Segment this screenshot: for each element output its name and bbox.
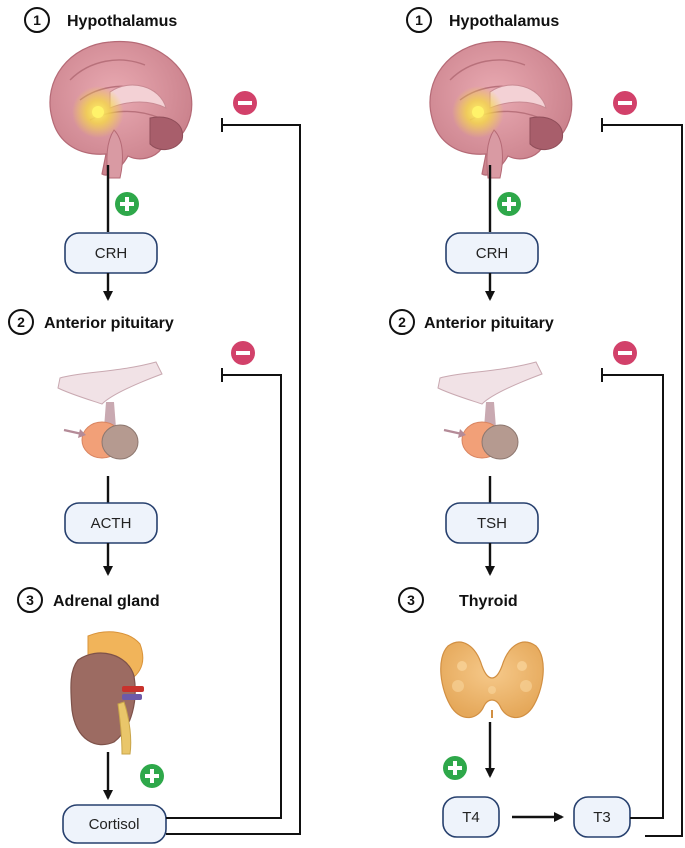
hormone-pill <box>64 232 158 274</box>
minus-circle-icon <box>233 91 257 115</box>
thyroid-icon <box>439 641 545 719</box>
output-label-t4: T4 <box>462 809 480 826</box>
step-number-circle <box>8 309 34 335</box>
feedback-line-to-pituitary <box>166 374 282 819</box>
hormone-label-tsh: TSH <box>477 515 507 532</box>
feedback-line-to-pituitary <box>602 374 664 819</box>
minus-circle-icon <box>613 91 637 115</box>
step-label-thyroid: Thyroid <box>459 593 518 610</box>
brain-icon <box>429 40 573 179</box>
plus-circle-icon <box>115 192 139 216</box>
step-number-circle <box>24 7 50 33</box>
pituitary-icon <box>436 360 544 461</box>
pituitary-icon <box>56 360 164 461</box>
step-label-hypothalamus: Hypothalamus <box>67 13 177 30</box>
hormone-pill <box>445 232 539 274</box>
right-axis: 1 Hypothalamus CRH 2 Anterior pituitary … <box>389 7 683 838</box>
step-number-circle <box>17 587 43 613</box>
hormone-pill <box>64 502 158 544</box>
feedback-line-to-hypothalamus <box>602 124 683 837</box>
step-label-anterior-pituitary: Anterior pituitary <box>424 315 554 332</box>
output-label-cortisol: Cortisol <box>89 816 140 833</box>
feedback-line-to-hypothalamus <box>166 124 301 835</box>
step-number-circle <box>406 7 432 33</box>
step-number: 3 <box>407 592 415 608</box>
step-number: 1 <box>33 12 41 28</box>
output-pill <box>62 804 167 844</box>
plus-circle-icon <box>140 764 164 788</box>
adrenal-kidney-icon <box>70 631 145 755</box>
step-number: 2 <box>17 314 25 330</box>
hormone-label-acth: ACTH <box>91 515 132 532</box>
step-label-hypothalamus: Hypothalamus <box>449 13 559 30</box>
minus-circle-icon <box>231 341 255 365</box>
brain-icon <box>49 40 193 179</box>
hormone-label-crh: CRH <box>95 245 128 262</box>
hormone-pill <box>445 502 539 544</box>
output-label-t3: T3 <box>593 809 611 826</box>
step-number: 2 <box>398 314 406 330</box>
plus-circle-icon <box>497 192 521 216</box>
step-label-anterior-pituitary: Anterior pituitary <box>44 315 174 332</box>
step-number: 3 <box>26 592 34 608</box>
left-axis: 1 Hypothalamus CRH 2 Anterior pituitary … <box>8 7 301 844</box>
step-number: 1 <box>415 12 423 28</box>
output-pill-t4 <box>442 796 500 838</box>
plus-circle-icon <box>443 756 467 780</box>
step-label-adrenal-gland: Adrenal gland <box>53 593 160 610</box>
hormone-label-crh: CRH <box>476 245 509 262</box>
minus-circle-icon <box>613 341 637 365</box>
step-number-circle <box>389 309 415 335</box>
step-number-circle <box>398 587 424 613</box>
